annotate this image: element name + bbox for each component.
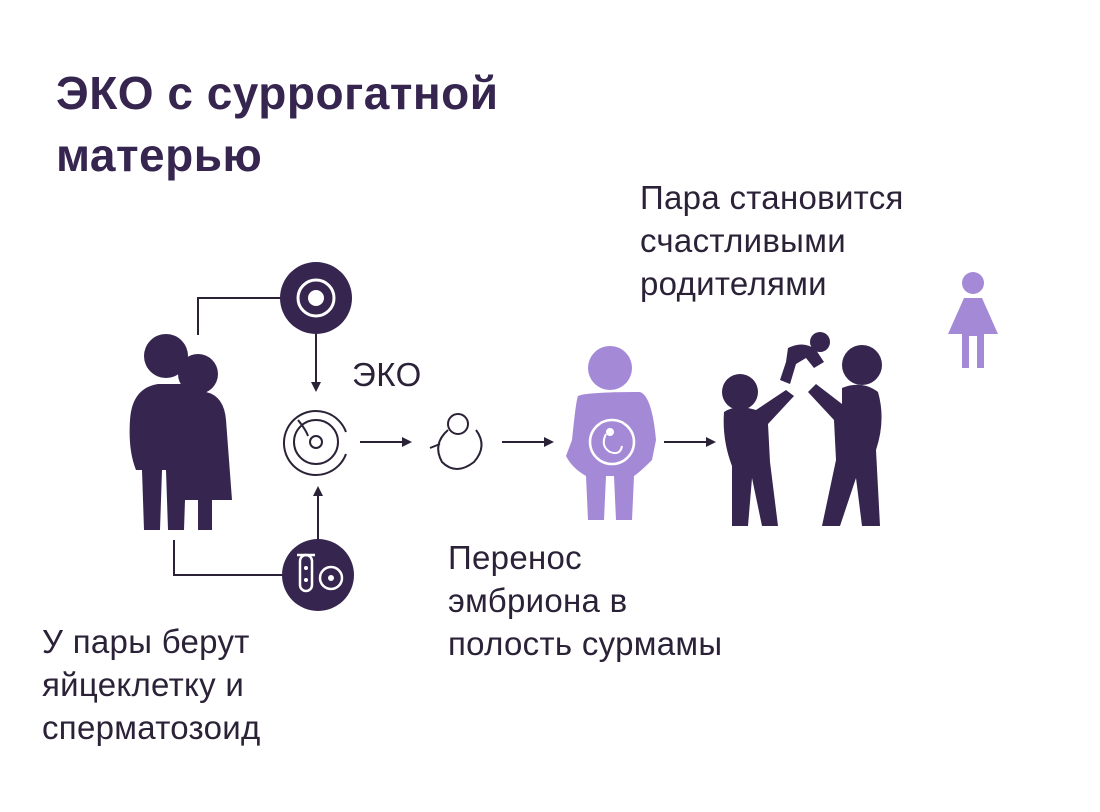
couple-icon xyxy=(129,334,232,530)
result-caption-line-3: родителями xyxy=(640,265,827,302)
egg-cell-icon xyxy=(280,262,352,334)
title-line-1: ЭКО с суррогатной xyxy=(56,67,499,119)
transfer-caption-line-1: Перенос xyxy=(448,539,582,576)
parents-with-baby-icon xyxy=(722,332,882,526)
donors-caption-line-1: У пары берут xyxy=(42,623,250,660)
transfer-caption-line-2: эмбриона в xyxy=(448,582,628,619)
result-caption-line-2: счастливыми xyxy=(640,222,846,259)
girl-icon xyxy=(948,272,998,368)
connector-sperm xyxy=(173,540,286,576)
test-tube-icon xyxy=(282,539,354,611)
pregnant-surrogate-icon xyxy=(566,346,656,520)
connector-egg xyxy=(197,297,286,335)
page-title: ЭКО с суррогатной матерью xyxy=(56,62,616,186)
result-caption: Пара становится счастливыми родителями xyxy=(640,176,904,305)
title-line-2: матерью xyxy=(56,129,263,181)
transfer-caption: Перенос эмбриона в полость сурмамы xyxy=(448,536,722,665)
transfer-caption-line-3: полость сурмамы xyxy=(448,625,723,662)
connector-lines xyxy=(173,297,286,576)
fertilization-icon xyxy=(282,410,347,476)
result-caption-line-1: Пара становится xyxy=(640,179,904,216)
embryo-icon xyxy=(429,413,483,470)
donors-caption: У пары берут яйцеклетку и сперматозоид xyxy=(42,620,261,749)
donors-caption-line-2: яйцеклетку и xyxy=(42,666,245,703)
donors-caption-line-3: сперматозоид xyxy=(42,709,261,746)
arrows xyxy=(311,332,716,540)
ivf-label: ЭКО xyxy=(352,356,422,393)
